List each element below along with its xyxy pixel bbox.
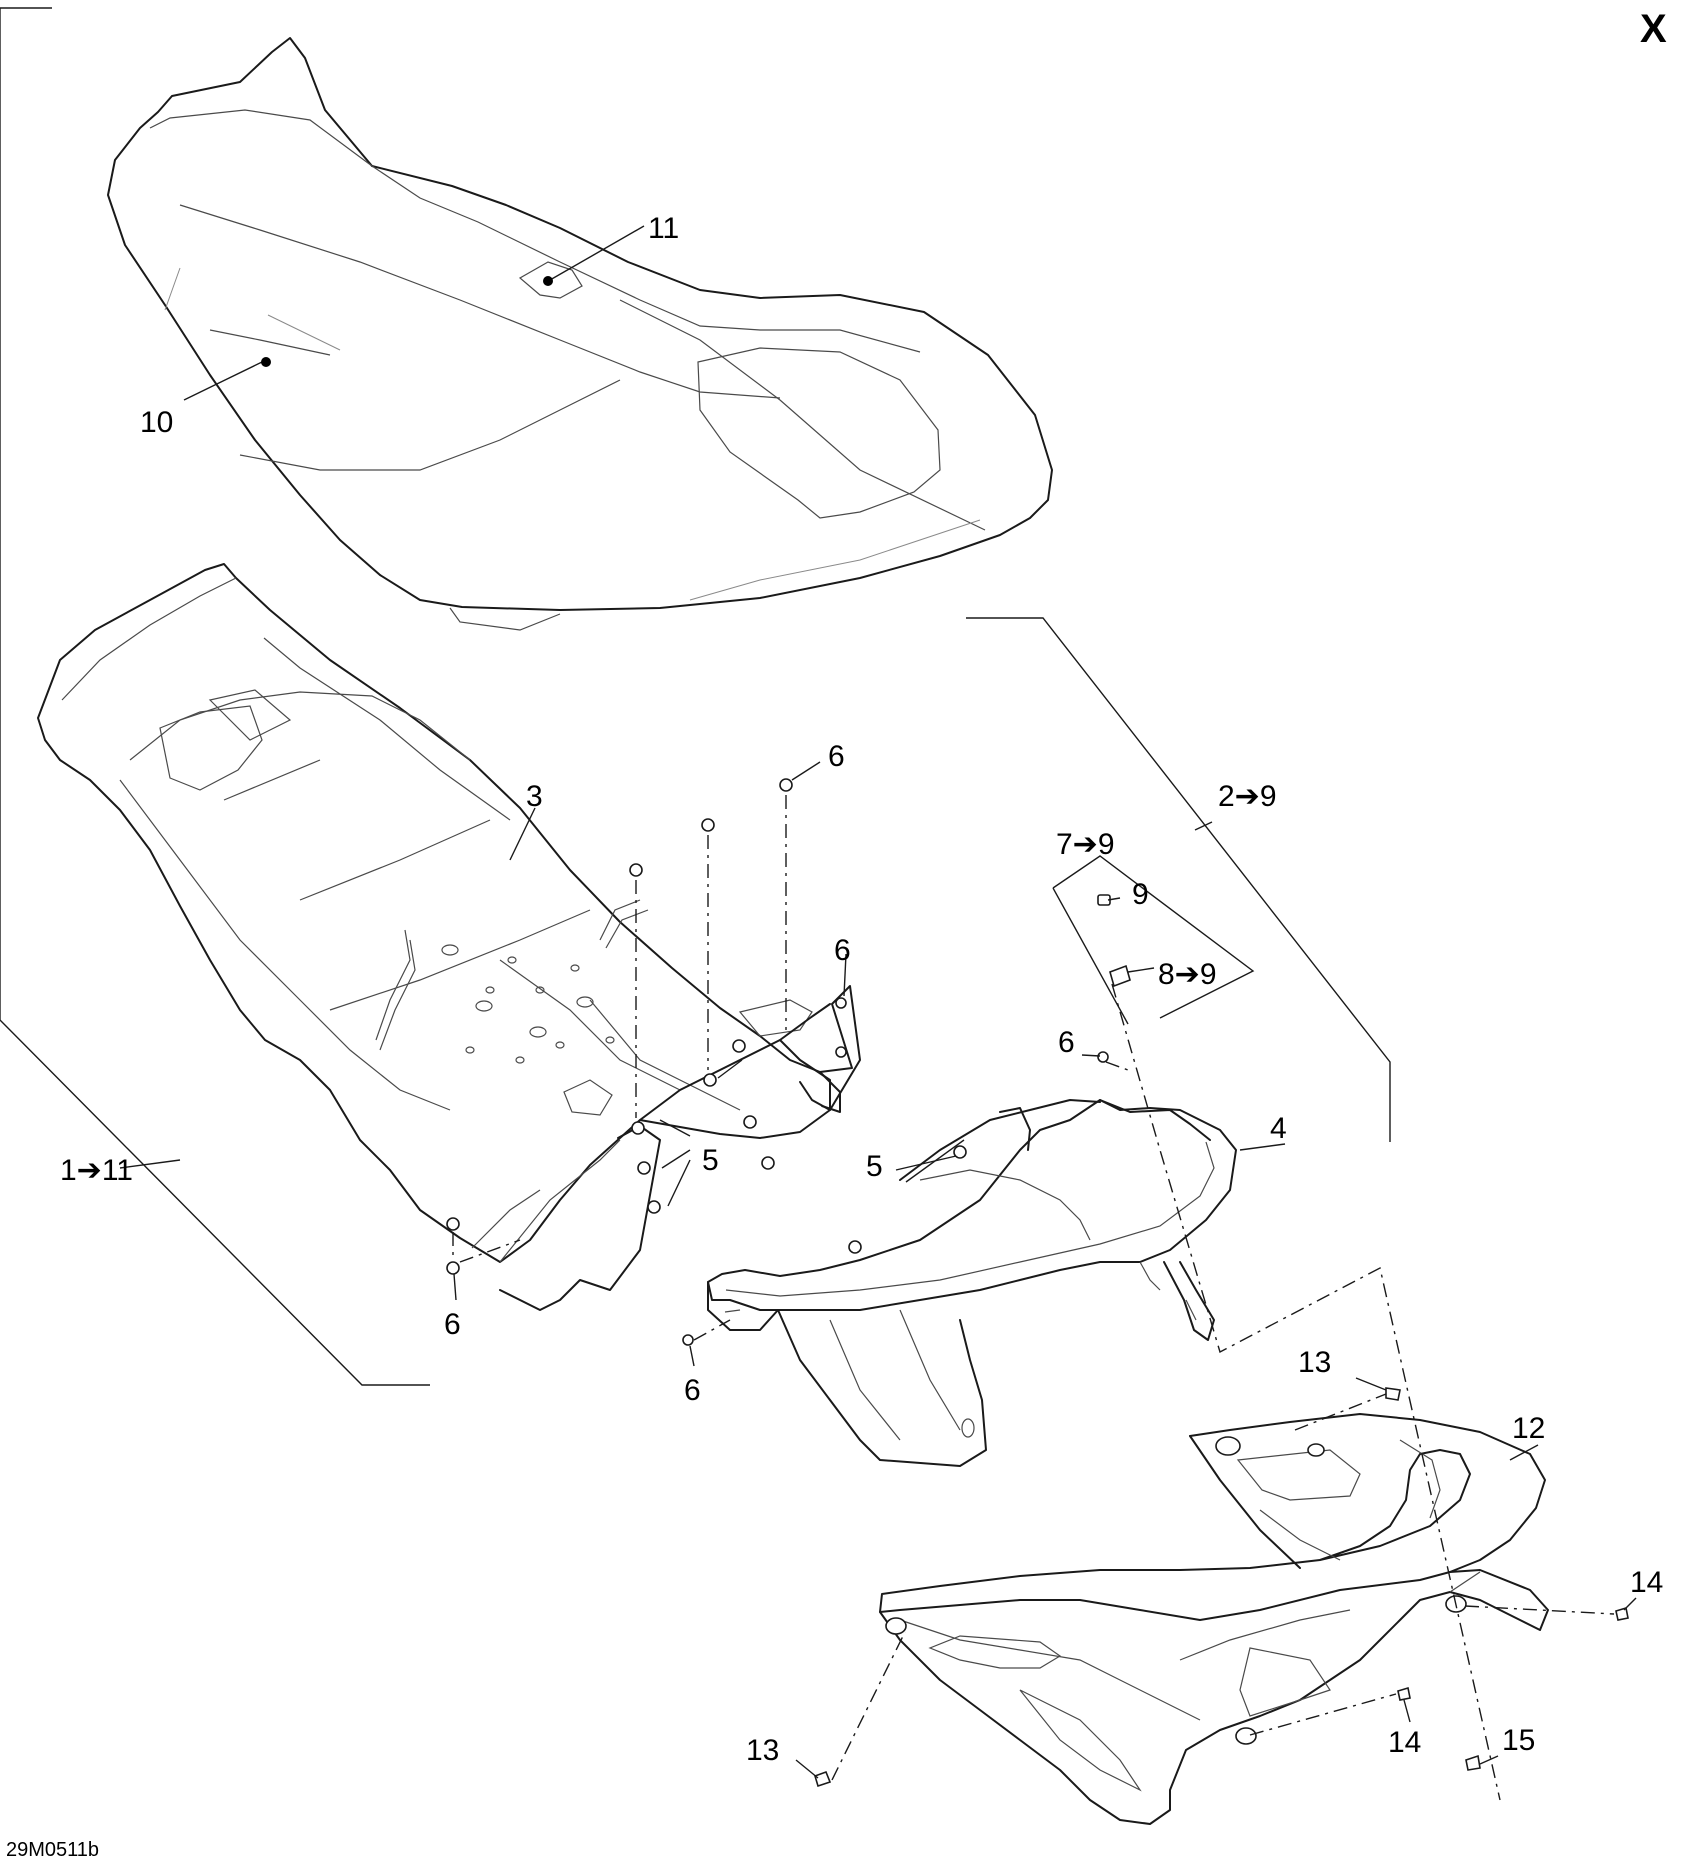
clip-8 (1109, 964, 1131, 988)
callout-14: 14 (1630, 1566, 1663, 1599)
washer-6 (446, 1261, 460, 1275)
drawing-code: 29M0511b (6, 1839, 99, 1861)
callout-6: 6 (684, 1374, 701, 1407)
washer-6 (629, 863, 643, 877)
callout-9: 9 (1132, 878, 1149, 911)
screw-13 (1385, 1387, 1401, 1401)
washer-6 (446, 1217, 460, 1231)
callout-5: 5 (866, 1150, 883, 1183)
seat-part-10 (107, 37, 1053, 631)
callout-14: 14 (1388, 1726, 1421, 1759)
washer-6 (779, 778, 793, 792)
callout-6: 6 (444, 1308, 461, 1341)
nut-6 (835, 1046, 847, 1058)
nut-6 (682, 1334, 694, 1346)
rear-bumper-part-12 (879, 1413, 1549, 1825)
mounting-holes (441, 944, 615, 1064)
callout-6: 6 (828, 740, 845, 773)
screw-14 (1615, 1606, 1629, 1621)
callout-4: 4 (1270, 1112, 1287, 1145)
callout-13: 13 (1298, 1346, 1331, 1379)
callout-15: 15 (1502, 1724, 1535, 1757)
page-marker: X (1640, 7, 1667, 51)
nut-6 (848, 1240, 862, 1254)
seat-base-part-3 (37, 563, 861, 1311)
callout-7-to-9: 7➔9 (1056, 828, 1115, 861)
screw-13 (814, 1770, 832, 1788)
callout-1-to-11: 1➔11 (60, 1154, 133, 1187)
fastener-5 (732, 1039, 746, 1053)
group-bracket-7-9 (1052, 855, 1255, 1025)
frame-part-4 (707, 1099, 1237, 1467)
callout-13: 13 (746, 1734, 779, 1767)
callout-3: 3 (526, 780, 543, 813)
group-bracket-1-11 (0, 7, 430, 1386)
hardware (446, 778, 1629, 1788)
screw-15 (1465, 1754, 1481, 1771)
fastener-5 (743, 1115, 757, 1129)
callout-5: 5 (702, 1144, 719, 1177)
callout-6: 6 (834, 934, 851, 967)
callout-11: 11 (648, 212, 679, 245)
fastener-5 (647, 1200, 661, 1214)
screw-14 (1397, 1686, 1411, 1701)
assembly-lines (452, 795, 1615, 1801)
washer-6 (701, 818, 715, 832)
callout-12: 12 (1512, 1412, 1545, 1445)
fastener-5 (703, 1073, 717, 1087)
callout-10: 10 (140, 406, 173, 439)
fastener-5 (637, 1161, 651, 1175)
group-bracket-2-9 (966, 617, 1391, 1142)
callout-2-to-9: 2➔9 (1218, 780, 1277, 813)
fastener-5 (631, 1121, 645, 1135)
callout-6: 6 (1058, 1026, 1075, 1059)
fastener-5 (953, 1145, 967, 1159)
nut-6 (835, 997, 847, 1009)
leader-lines (119, 225, 1637, 1779)
nut-6 (1097, 1051, 1109, 1063)
callout-labels: 11 10 3 6 6 6 6 6 5 5 1➔11 2➔9 7➔9 9 8➔9… (60, 212, 1663, 1767)
callout-8-to-9: 8➔9 (1158, 958, 1217, 991)
fastener-5 (761, 1156, 775, 1170)
